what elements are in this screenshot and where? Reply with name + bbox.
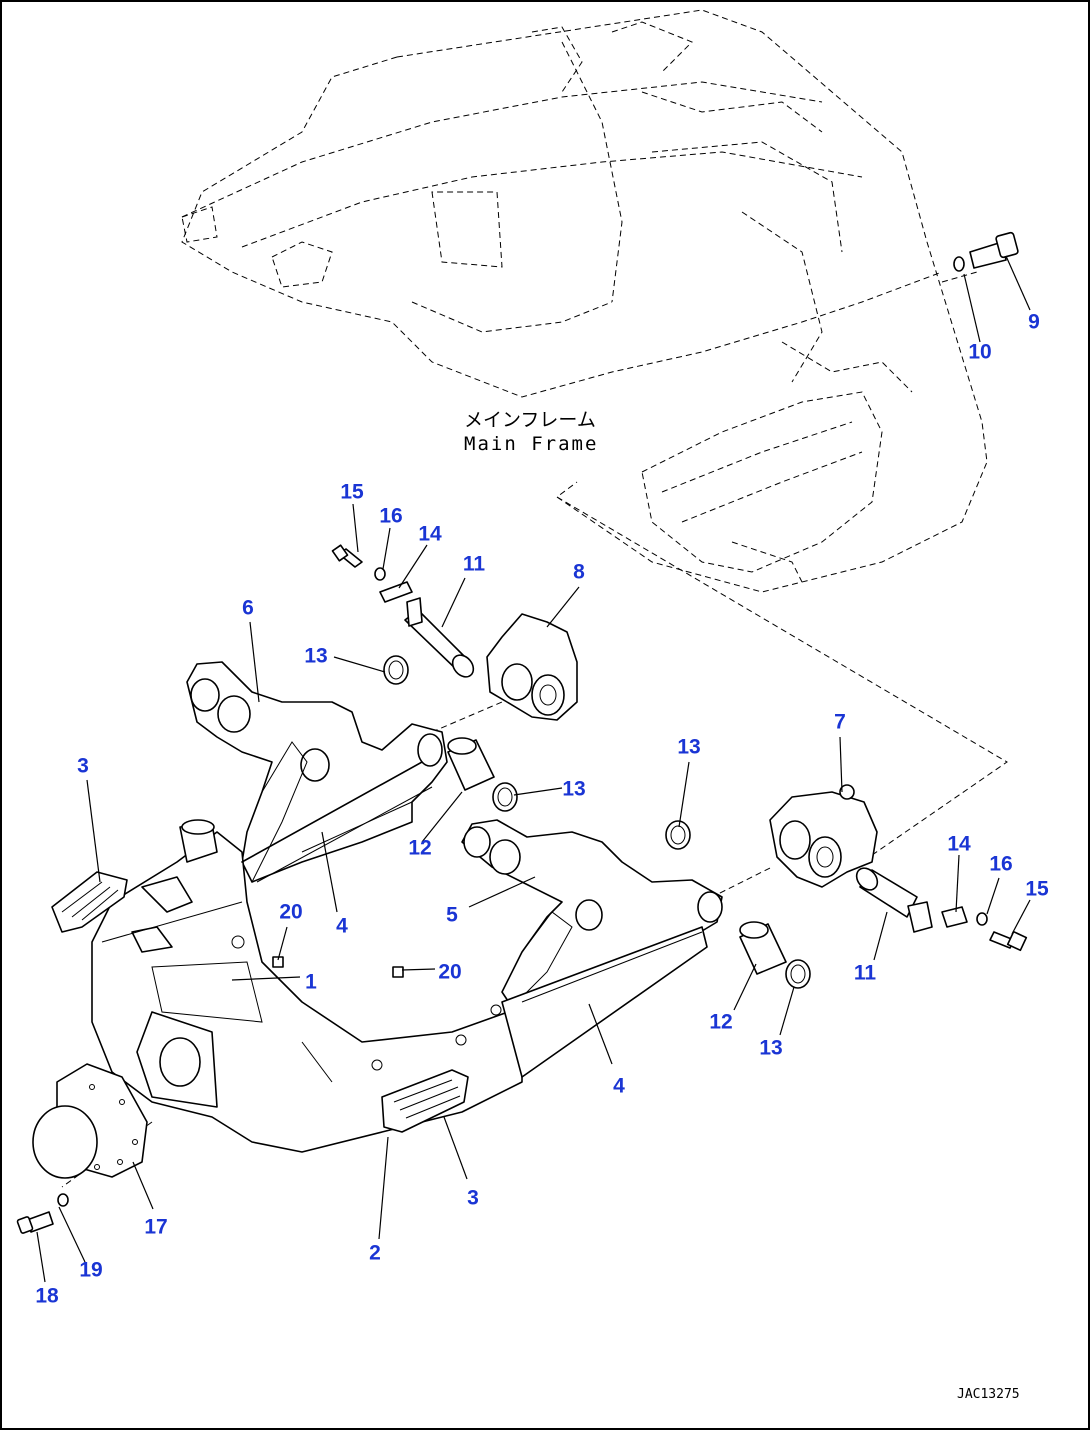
callout-13: 13 bbox=[562, 777, 586, 801]
callout-4: 4 bbox=[613, 1074, 625, 1098]
hardware-lower-15-16-14 bbox=[941, 906, 1028, 952]
main-body-part-1 bbox=[91, 819, 523, 1153]
bushing-part-12-upper bbox=[447, 737, 495, 791]
callout-13: 13 bbox=[759, 1036, 783, 1060]
callout-15: 15 bbox=[340, 480, 364, 504]
bolt-washer-18-19 bbox=[16, 1193, 69, 1234]
callout-16: 16 bbox=[989, 852, 1013, 876]
bracket-part-7 bbox=[769, 784, 878, 888]
callout-20: 20 bbox=[279, 900, 303, 924]
figure-id: JAC13275 bbox=[957, 1387, 1020, 1402]
seal-rings-part-13 bbox=[383, 655, 811, 989]
callout-6: 6 bbox=[242, 596, 254, 620]
callout-4: 4 bbox=[336, 914, 348, 938]
callout-11: 11 bbox=[462, 552, 486, 576]
callout-16: 16 bbox=[379, 504, 403, 528]
callout-3: 3 bbox=[467, 1186, 479, 1210]
hardware-9-10 bbox=[953, 231, 1019, 272]
callout-14: 14 bbox=[418, 522, 442, 546]
callout-19: 19 bbox=[79, 1258, 103, 1282]
callout-7: 7 bbox=[834, 710, 846, 734]
callout-8: 8 bbox=[573, 560, 585, 584]
bracket-part-8 bbox=[486, 613, 578, 721]
pin-part-11-upper bbox=[404, 597, 475, 678]
callout-17: 17 bbox=[144, 1215, 168, 1239]
callout-18: 18 bbox=[35, 1284, 59, 1308]
main-frame-label-english: Main Frame bbox=[464, 432, 599, 455]
leader-lines bbox=[36, 255, 1031, 1283]
step-left-part-3 bbox=[51, 871, 128, 933]
callout-10: 10 bbox=[968, 340, 992, 364]
step-bottom-part-3 bbox=[381, 1069, 469, 1133]
callout-12: 12 bbox=[709, 1010, 733, 1034]
beam-part-4-lower bbox=[501, 926, 708, 1078]
main-frame-label-japanese: メインフレーム bbox=[464, 409, 596, 431]
callout-14: 14 bbox=[947, 832, 971, 856]
main-frame-outline bbox=[181, 9, 988, 593]
hardware-upper-15-16-14 bbox=[331, 544, 413, 603]
callout-13: 13 bbox=[304, 644, 328, 668]
callout-9: 9 bbox=[1028, 310, 1040, 334]
callout-3: 3 bbox=[77, 754, 89, 778]
callout-5: 5 bbox=[446, 903, 458, 927]
lower-arm-part-5 bbox=[461, 819, 723, 1008]
beam-part-4-upper bbox=[241, 761, 433, 883]
plugs-part-20 bbox=[272, 956, 404, 978]
callout-13: 13 bbox=[677, 735, 701, 759]
callout-1: 1 bbox=[305, 970, 317, 994]
bushing-part-12-lower bbox=[739, 921, 787, 975]
callout-2: 2 bbox=[369, 1241, 381, 1265]
main-frame-label: メインフレーム Main Frame bbox=[464, 409, 598, 457]
callout-11: 11 bbox=[853, 961, 877, 985]
cover-part-17 bbox=[32, 1063, 148, 1179]
pin-part-11-lower bbox=[855, 867, 933, 933]
callout-15: 15 bbox=[1025, 877, 1049, 901]
callout-20: 20 bbox=[438, 960, 462, 984]
callout-12: 12 bbox=[408, 836, 432, 860]
